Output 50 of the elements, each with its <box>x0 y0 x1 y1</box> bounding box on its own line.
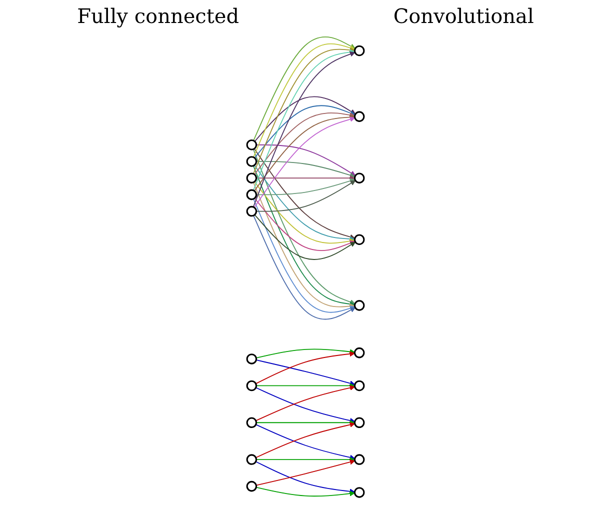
arrow <box>254 214 356 260</box>
node-circle <box>246 354 258 364</box>
node-circle <box>354 45 365 56</box>
arrow <box>254 116 356 208</box>
arrow <box>254 96 356 142</box>
arrow <box>256 420 355 426</box>
node-circle <box>246 380 258 392</box>
node-circle <box>246 172 258 184</box>
arrow <box>254 114 355 192</box>
arrow <box>254 112 356 175</box>
node-circle <box>354 172 365 184</box>
arrow <box>253 36 356 142</box>
node-circle <box>354 487 365 498</box>
node-circle <box>246 156 258 167</box>
arrow <box>256 175 355 181</box>
arrow <box>256 486 355 497</box>
arrow <box>253 215 356 320</box>
arrow <box>254 164 355 242</box>
node-circle <box>354 300 365 311</box>
arrow <box>254 105 356 158</box>
arrow <box>256 459 356 486</box>
column-heading: Convolutional <box>393 4 534 28</box>
node-circle <box>354 454 365 465</box>
arrow <box>255 351 355 384</box>
arrow <box>256 456 355 462</box>
node-circle <box>246 480 258 492</box>
arrow <box>256 144 356 176</box>
arrow <box>253 43 356 158</box>
node-circle <box>246 206 258 217</box>
arrow <box>256 180 356 212</box>
arrow <box>256 178 356 196</box>
node-circle <box>354 111 365 122</box>
arrow <box>256 383 355 388</box>
node-circle <box>246 417 258 428</box>
arrow <box>256 161 356 178</box>
arrow <box>255 461 355 494</box>
arrow <box>256 348 355 358</box>
arrow <box>256 360 356 386</box>
arrow <box>254 198 356 251</box>
node-circle <box>354 417 365 428</box>
node-circle <box>354 234 365 245</box>
column-heading: Fully connected <box>77 4 240 28</box>
arrow <box>253 198 356 313</box>
node-circle <box>354 380 365 392</box>
node-circle <box>246 454 258 465</box>
node-circle <box>246 189 258 200</box>
node-circle <box>354 347 365 358</box>
node-circle <box>246 139 258 150</box>
arrow <box>254 148 356 240</box>
arrow <box>254 181 356 244</box>
